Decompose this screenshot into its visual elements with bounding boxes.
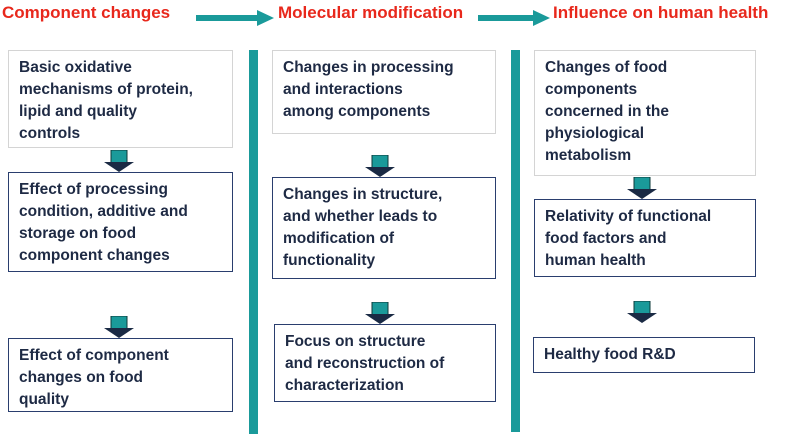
- down-arrow-icon: [365, 155, 395, 177]
- box-text: Changes of food components concerned in …: [545, 59, 670, 164]
- flow-box-oxidative-mechanisms: Basic oxidative mechanisms of protein, l…: [8, 50, 233, 148]
- flow-box-structure-changes: Changes in structure, and whether leads …: [272, 177, 496, 279]
- box-text: Healthy food R&D: [544, 346, 676, 363]
- column-divider: [249, 50, 258, 434]
- header-molecular-modification: Molecular modification: [278, 3, 464, 22]
- header-component-changes: Component changes: [2, 3, 171, 22]
- down-arrow-icon: [627, 177, 657, 199]
- box-text: Changes in processing and interactions a…: [283, 59, 454, 120]
- box-text: Effect of processing condition, additive…: [19, 181, 188, 264]
- box-text: Basic oxidative mechanisms of protein, l…: [19, 59, 193, 142]
- flow-box-processing-interactions: Changes in processing and interactions a…: [272, 50, 496, 134]
- down-arrow-icon: [627, 301, 657, 323]
- box-text: Focus on structure and reconstruction of…: [285, 333, 445, 394]
- column-divider: [511, 50, 520, 432]
- down-arrow-icon: [104, 316, 134, 338]
- flow-box-functional-factors: Relativity of functional food factors an…: [534, 199, 756, 277]
- flow-box-processing-effects: Effect of processing condition, additive…: [8, 172, 233, 272]
- right-arrow-icon: [196, 10, 274, 26]
- down-arrow-icon: [104, 150, 134, 172]
- flow-box-healthy-food-rd: Healthy food R&D: [533, 337, 755, 373]
- down-arrow-icon: [365, 302, 395, 324]
- flow-box-structure-reconstruction: Focus on structure and reconstruction of…: [274, 324, 496, 402]
- box-text: Effect of component changes on food qual…: [19, 347, 169, 408]
- flow-box-physiological-metabolism: Changes of food components concerned in …: [534, 50, 756, 176]
- box-text: Changes in structure, and whether leads …: [283, 186, 443, 269]
- box-text: Relativity of functional food factors an…: [545, 208, 712, 269]
- header-influence-on-human-health: Influence on human health: [553, 3, 769, 22]
- right-arrow-icon: [478, 10, 550, 26]
- flow-box-food-quality: Effect of component changes on food qual…: [8, 338, 233, 412]
